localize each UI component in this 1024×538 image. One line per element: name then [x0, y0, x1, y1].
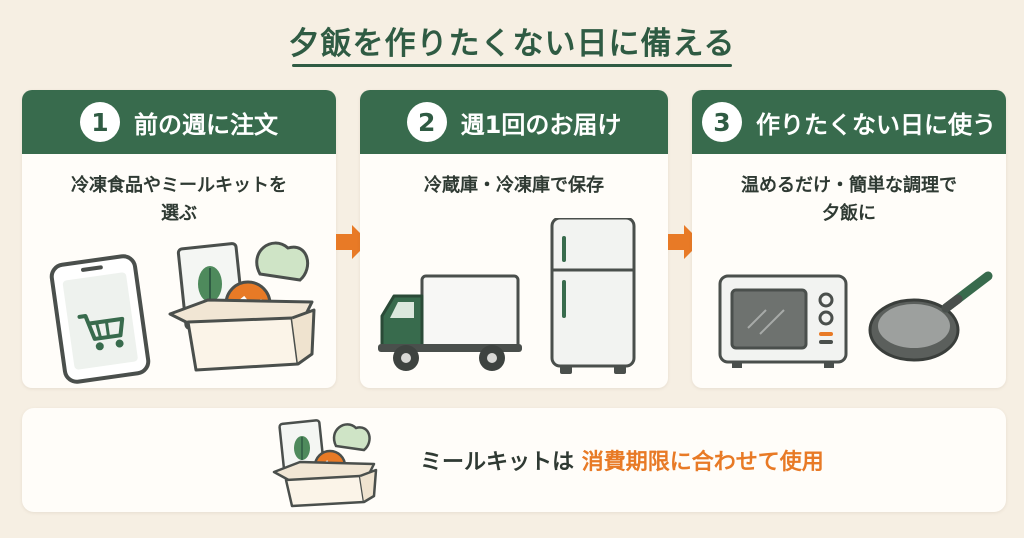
note-text-highlight: 消費期限に合わせて使用 [581, 450, 824, 475]
step-description-2-line-1: 冷蔵庫・冷凍庫で保存 [424, 175, 604, 196]
title-underline [292, 64, 732, 67]
step-description-2: 冷蔵庫・冷凍庫で保存 [360, 172, 668, 200]
step-number-3: 3 [702, 102, 742, 142]
step-illustration-1 [49, 241, 316, 384]
step-description-3-line-2: 夕飯に [822, 203, 876, 224]
arrow-right-icon-2 [668, 225, 701, 259]
smartphone-cart-icon [49, 254, 151, 384]
step-card-1: 1 前の週に注文 冷凍食品やミールキットを 選ぶ [22, 90, 336, 388]
step-illustration-2 [378, 218, 636, 374]
step-label-1: 前の週に注文 [134, 110, 278, 139]
meal-kit-note-text: ミールキットは 消費期限に合わせて使用 [420, 444, 824, 476]
step-number-2: 2 [406, 102, 447, 142]
frying-pan-icon [868, 271, 993, 362]
step-description-1: 冷凍食品やミールキットを 選ぶ [22, 172, 336, 228]
step-header-1: 1 前の週に注文 [22, 90, 336, 154]
step-label-3: 作りたくない日に使う [756, 110, 996, 139]
step-card-2: 2 週1回のお届け 冷蔵庫・冷凍庫で保存 [360, 90, 668, 388]
step-number-1: 1 [80, 102, 120, 142]
step-header-2: 2 週1回のお届け [360, 90, 668, 154]
step-description-3-line-1: 温めるだけ・簡単な調理で [741, 175, 957, 196]
delivery-truck-icon [378, 274, 522, 371]
note-text-before: ミールキットは [420, 450, 575, 475]
step-illustration-3 [718, 271, 993, 368]
meal-kit-note-panel: ミールキットは 消費期限に合わせて使用 [22, 408, 1006, 512]
refrigerator-icon [550, 218, 636, 374]
step-description-1-line-1: 冷凍食品やミールキットを [71, 175, 287, 196]
page-title: 夕飯を作りたくない日に備える [288, 26, 736, 62]
arrow-right-icon-1 [336, 225, 369, 259]
step-description-3: 温めるだけ・簡単な調理で 夕飯に [692, 172, 1006, 228]
microwave-icon [718, 274, 848, 368]
step-header-3: 3 作りたくない日に使う [692, 90, 1006, 154]
meal-kit-box-icon [168, 241, 316, 372]
step-label-2: 週1回のお届け [460, 110, 622, 139]
meal-kit-box-icon [272, 419, 378, 508]
step-card-3: 3 作りたくない日に使う 温めるだけ・簡単な調理で 夕飯に [692, 90, 1006, 388]
step-description-1-line-2: 選ぶ [161, 203, 197, 224]
